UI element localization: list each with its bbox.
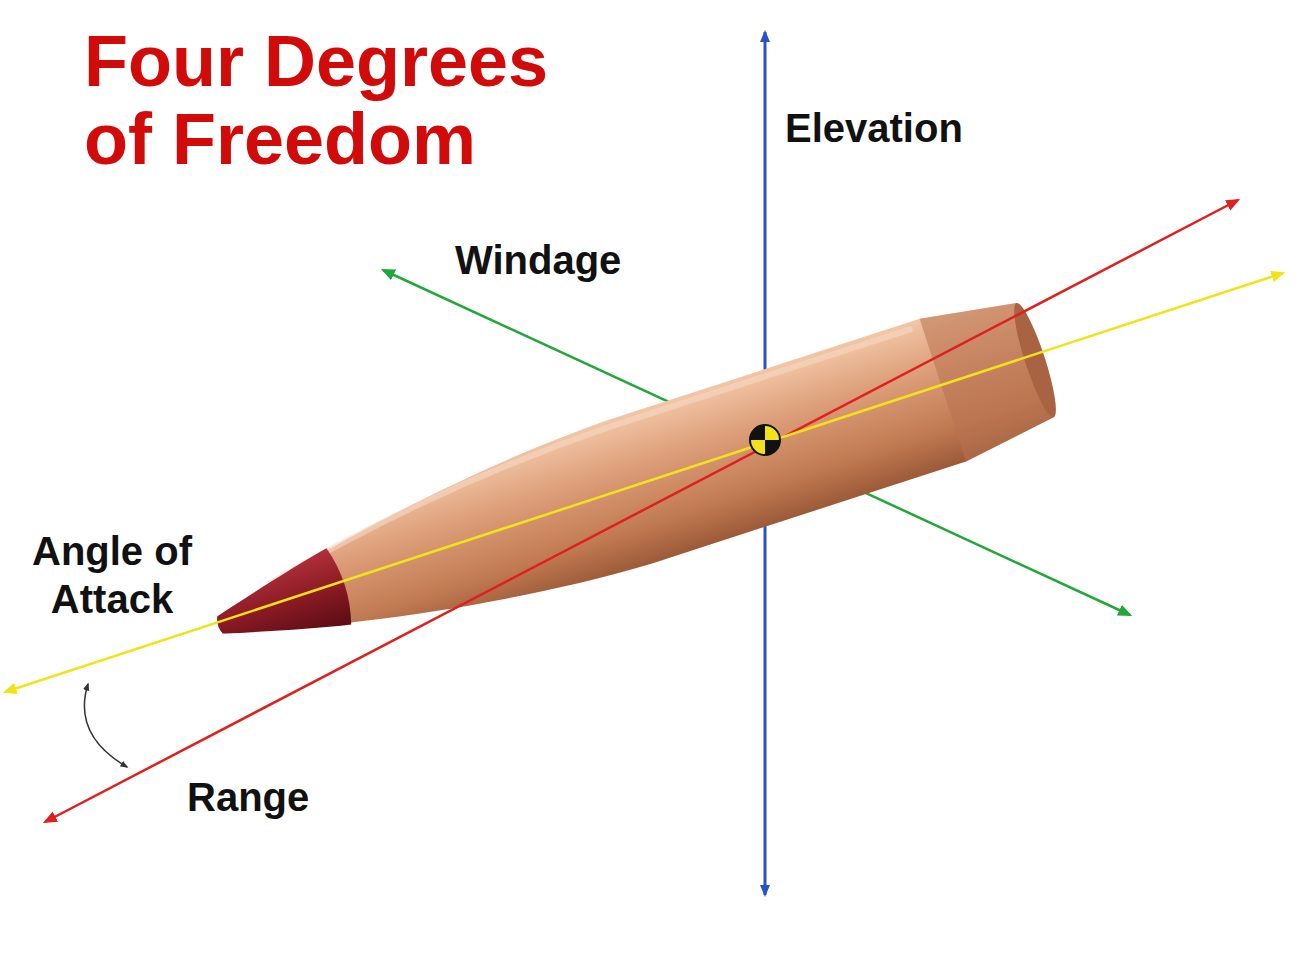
axis-label: Elevation	[785, 104, 963, 152]
axis-label: Windage	[455, 236, 621, 284]
angle-arc	[84, 684, 127, 767]
center-of-gravity	[750, 425, 780, 455]
diagram-title: Four Degrees of Freedom	[84, 22, 584, 178]
range-axis	[45, 200, 1238, 822]
axis-label: Range	[187, 773, 309, 821]
attack-axis	[5, 273, 1283, 692]
bullet	[195, 286, 1068, 697]
axis-label: Angle of Attack	[22, 527, 202, 623]
